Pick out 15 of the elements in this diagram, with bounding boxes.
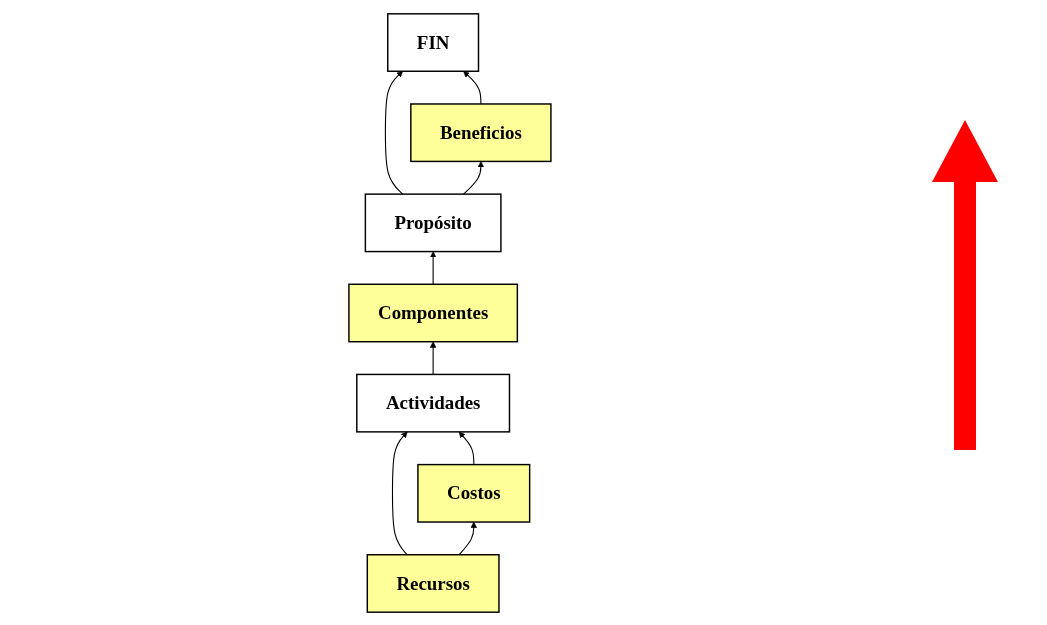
arrow <box>458 431 475 465</box>
arrow <box>392 431 408 555</box>
node-box: Costos <box>417 463 531 523</box>
arrow <box>430 340 437 375</box>
node-box: Propósito <box>364 192 502 252</box>
node-box: FIN <box>387 12 480 72</box>
arrow <box>463 70 482 104</box>
arrow <box>458 521 478 555</box>
node-box: Actividades <box>356 373 511 433</box>
node-box: Beneficios <box>410 102 552 162</box>
arrow <box>463 160 485 195</box>
node-box: Componentes <box>348 283 519 342</box>
arrow <box>430 250 437 285</box>
node-box: Recursos <box>366 553 500 613</box>
arrow <box>384 70 404 195</box>
